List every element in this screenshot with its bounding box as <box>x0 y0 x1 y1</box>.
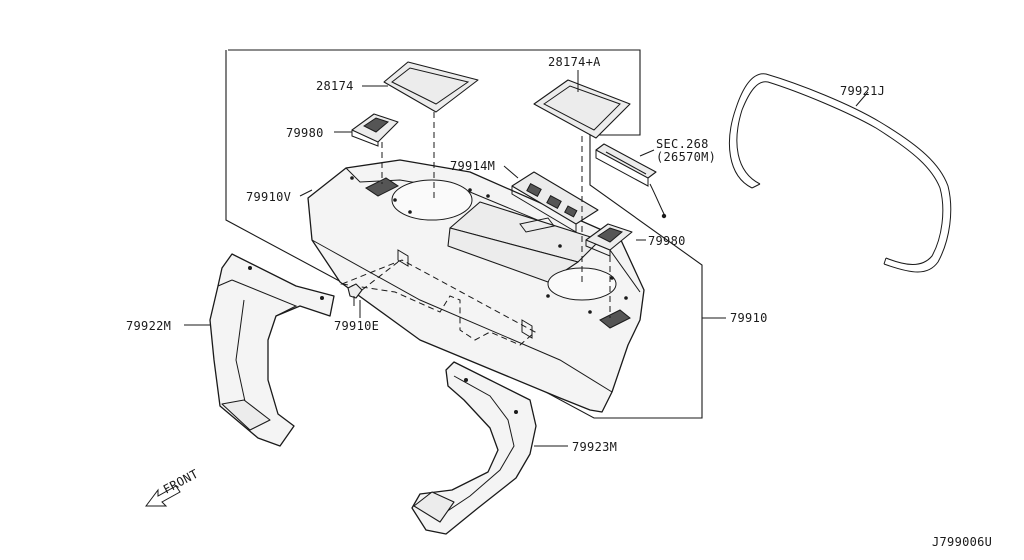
label-79921j: 79921J <box>840 84 885 98</box>
label-28174: 28174 <box>316 79 354 93</box>
label-28174a: 28174+A <box>548 55 601 69</box>
label-front: FRONT <box>161 467 201 497</box>
part-79980-cover-top[interactable] <box>351 113 399 147</box>
label-79910: 79910 <box>730 311 768 325</box>
label-79980-top: 79980 <box>286 126 324 140</box>
label-79923m: 79923M <box>572 440 617 454</box>
part-79922m-side-finisher[interactable] <box>209 253 335 447</box>
label-79910e: 79910E <box>334 319 379 333</box>
label-79910v: 79910V <box>246 190 291 204</box>
label-sec268-sub: (26570M) <box>656 150 716 164</box>
speaker-hole-left <box>391 179 473 221</box>
part-79921j-weatherstrip[interactable] <box>729 73 952 273</box>
part-79980-cover-right[interactable] <box>585 223 633 257</box>
part-79923m-side-finisher[interactable] <box>411 361 537 535</box>
part-28174-pad[interactable] <box>383 61 479 113</box>
projection-line <box>361 261 399 291</box>
label-79914m: 79914M <box>450 159 495 173</box>
label-79980-right: 79980 <box>648 234 686 248</box>
part-79914m-bracket[interactable] <box>511 171 599 233</box>
sec268-high-mount-lamp[interactable] <box>595 143 667 219</box>
label-sec268: SEC.268 <box>656 137 709 151</box>
label-drawing-id: J799006U <box>932 535 992 549</box>
label-79922m: 79922M <box>126 319 171 333</box>
speaker-hole-right <box>547 267 617 301</box>
part-79910e-clip[interactable] <box>347 283 363 306</box>
front-direction-arrow: FRONT <box>145 467 201 507</box>
part-28174a-pad[interactable] <box>533 79 631 139</box>
